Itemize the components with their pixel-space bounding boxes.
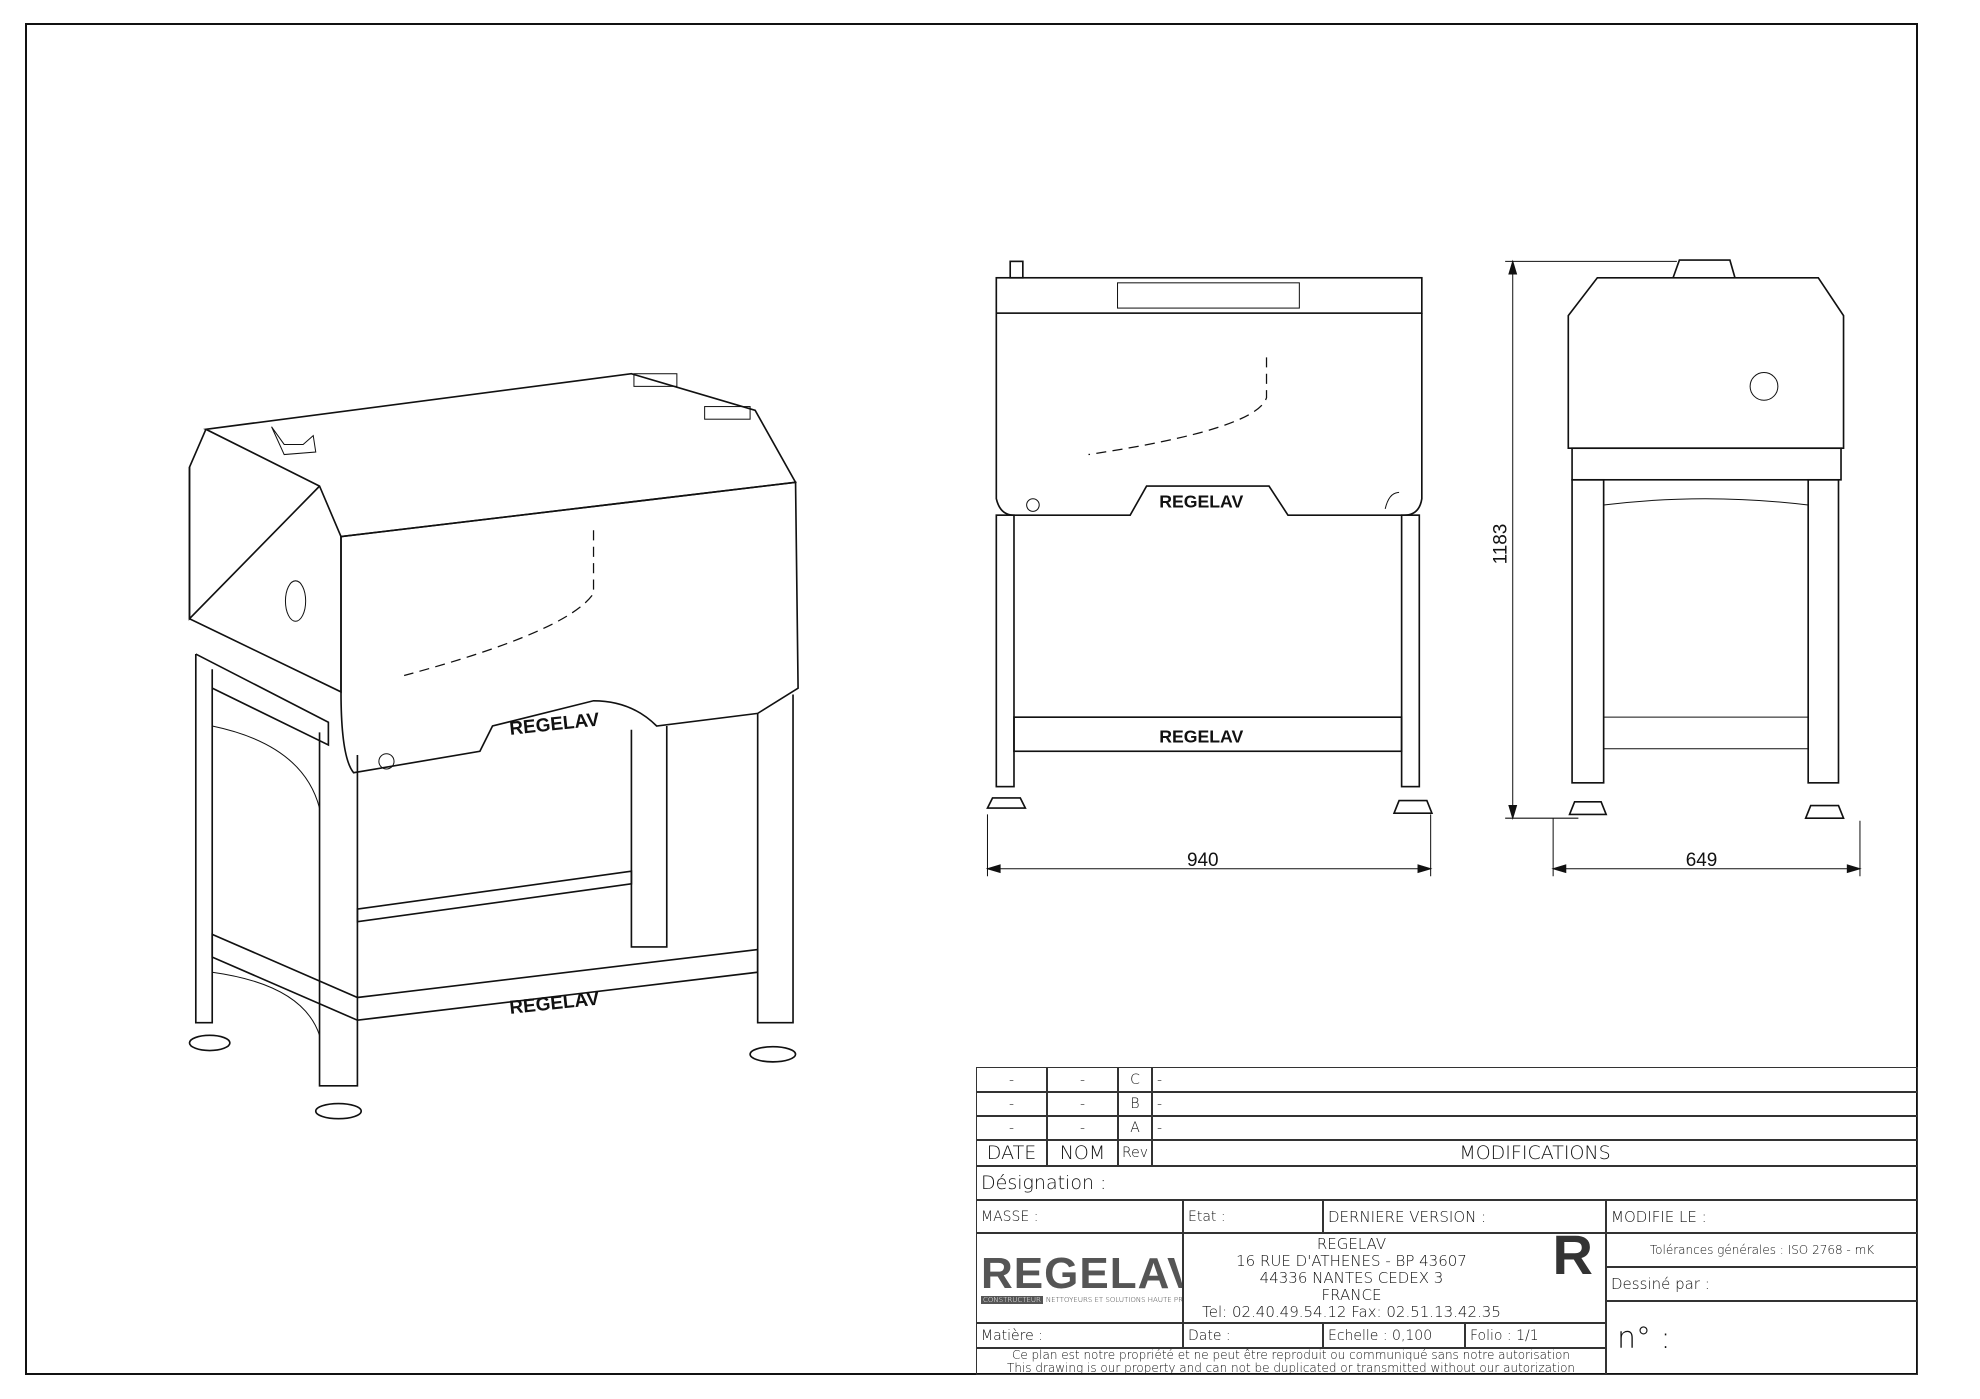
- rev-c-date: -: [976, 1067, 1047, 1092]
- legal-notice: Ce plan est notre propriété et ne peut ê…: [976, 1348, 1606, 1375]
- rev-a-rev: A: [1118, 1116, 1152, 1140]
- rev-c-modif: -: [1152, 1067, 1918, 1092]
- designation-label: Désignation :: [976, 1166, 1918, 1200]
- regelav-r-logo-icon: R: [1552, 1233, 1593, 1286]
- dimension-depth: 649: [1686, 850, 1718, 871]
- etat-label: Etat :: [1183, 1200, 1323, 1233]
- rev-b-date: -: [976, 1092, 1047, 1116]
- brand-plate-front-frame: REGELAV: [1159, 726, 1243, 746]
- company-address: REGELAV 16 RUE D'ATHENES - BP 43607 4433…: [1183, 1233, 1606, 1323]
- modifie-le-label: MODIFIE LE :: [1606, 1200, 1918, 1233]
- side-view: 1183 649: [1490, 259, 1862, 877]
- isometric-view: REGELAV REGELAV: [188, 372, 799, 1120]
- tolerances-label: Tolérances générales : ISO 2768 - mK: [1606, 1233, 1918, 1267]
- drawing-frame: [25, 23, 1918, 1375]
- dimension-height: 1183: [1490, 524, 1511, 565]
- rev-c-nom: -: [1047, 1067, 1118, 1092]
- front-view: REGELAV REGELAV 940: [985, 260, 1434, 877]
- header-date: DATE: [976, 1140, 1047, 1166]
- header-nom: NOM: [1047, 1140, 1118, 1166]
- brand-plate-iso-frame: REGELAV: [509, 989, 601, 1019]
- rev-a-nom: -: [1047, 1116, 1118, 1140]
- matiere-label: Matière :: [976, 1323, 1183, 1348]
- header-modifications: MODIFICATIONS: [1152, 1140, 1918, 1166]
- logo-tag-description: NETTOYEURS ET SOLUTIONS HAUTE PRESSION: [1045, 1296, 1183, 1304]
- phone-fax: Tel: 02.40.49.54.12 Fax: 02.51.13.42.35: [1202, 1302, 1501, 1321]
- rev-c-rev: C: [1118, 1067, 1152, 1092]
- brand-plate-front-body: REGELAV: [1159, 492, 1243, 512]
- company-logo: REGELAV CONSTRUCTEUR NETTOYEURS ET SOLUT…: [976, 1233, 1183, 1323]
- company-name: REGELAV: [1316, 1234, 1387, 1253]
- rev-b-modif: -: [1152, 1092, 1918, 1116]
- dimension-width: 940: [1187, 850, 1219, 871]
- logo-tag-constructeur: CONSTRUCTEUR: [981, 1296, 1043, 1304]
- legal-notice-fr: Ce plan est notre propriété et ne peut ê…: [1011, 1348, 1571, 1362]
- masse-label: MASSE :: [976, 1200, 1183, 1233]
- address-line-2: 44336 NANTES CEDEX 3: [1259, 1268, 1444, 1287]
- logo-tagline: CONSTRUCTEUR NETTOYEURS ET SOLUTIONS HAU…: [981, 1296, 1183, 1304]
- rev-b-nom: -: [1047, 1092, 1118, 1116]
- folio-label: Folio : 1/1: [1465, 1323, 1606, 1348]
- dessine-par-label: Dessiné par :: [1606, 1267, 1918, 1301]
- rev-a-date: -: [976, 1116, 1047, 1140]
- address-country: FRANCE: [1321, 1285, 1382, 1304]
- logo-wordmark: REGELAV: [981, 1249, 1183, 1298]
- derniere-version-label: DERNIERE VERSION :: [1323, 1200, 1606, 1233]
- brand-plate-iso-body: REGELAV: [509, 709, 601, 739]
- date-label: Date :: [1183, 1323, 1323, 1348]
- echelle-label: Echelle : 0,100: [1323, 1323, 1465, 1348]
- rev-b-rev: B: [1118, 1092, 1152, 1116]
- rev-a-modif: -: [1152, 1116, 1918, 1140]
- address-line-1: 16 RUE D'ATHENES - BP 43607: [1236, 1251, 1467, 1270]
- drawing-number-label: n° :: [1606, 1301, 1918, 1375]
- legal-notice-en: This drawing is our property and can not…: [1006, 1360, 1576, 1375]
- header-rev: Rev: [1118, 1140, 1152, 1166]
